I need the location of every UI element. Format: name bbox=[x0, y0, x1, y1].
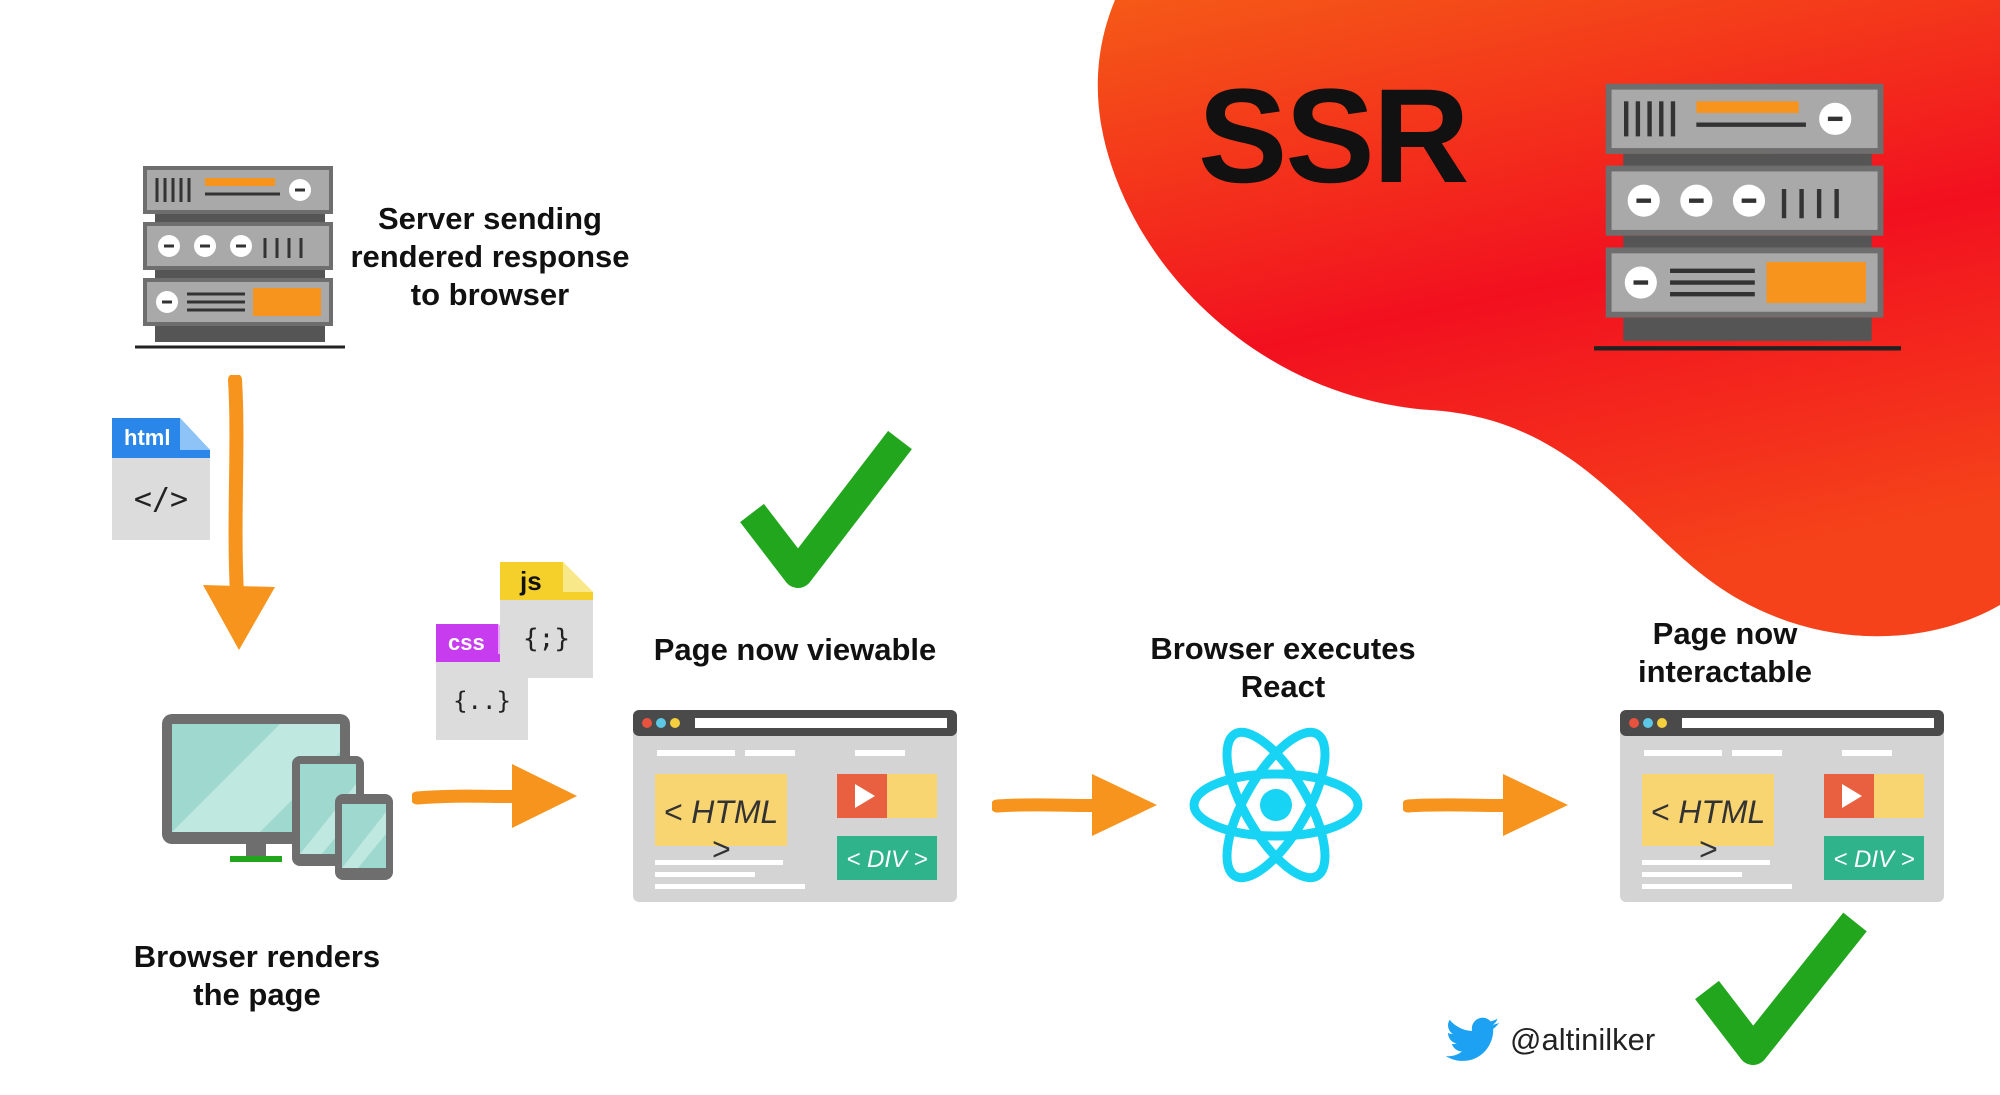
js-file-content: {;} bbox=[500, 600, 593, 678]
arrow-icon bbox=[203, 375, 275, 650]
js-file-icon: js {;} bbox=[500, 562, 593, 678]
browser-executes-line1: Browser executes bbox=[1150, 631, 1416, 666]
checkmark-icon bbox=[1695, 912, 1867, 1065]
browser-window-viewable: < HTML > < DIV > bbox=[633, 710, 957, 902]
js-file-tag: js bbox=[520, 566, 542, 596]
server-icon bbox=[135, 166, 345, 349]
browser-renders-label: Browser renders the page bbox=[107, 938, 407, 1014]
browser-renders-line1: Browser renders bbox=[133, 939, 381, 974]
server-label-line1: Server sending bbox=[378, 201, 602, 236]
page-title: SSR bbox=[1198, 62, 1470, 211]
twitter-handle[interactable]: @altinilker bbox=[1510, 1022, 1656, 1057]
html-file-tag: html bbox=[124, 425, 171, 450]
page-interactable-label: Page now interactable bbox=[1575, 615, 1875, 691]
interactable-line1: Page now bbox=[1652, 616, 1798, 651]
devices-icon bbox=[162, 714, 393, 880]
browser-executes-label: Browser executes React bbox=[1128, 630, 1438, 706]
browser-executes-line2: React bbox=[1240, 669, 1326, 704]
arrow-icon bbox=[1403, 774, 1568, 836]
browser-window-interactable: < HTML > < DIV > bbox=[1620, 710, 1944, 902]
div-block-text: < DIV > bbox=[1833, 846, 1915, 873]
arrow-icon bbox=[992, 774, 1157, 836]
arrow-icon bbox=[412, 764, 577, 828]
interactable-line2: interactable bbox=[1637, 654, 1812, 689]
html-file-icon: html </> bbox=[112, 418, 210, 540]
div-block-text: < DIV > bbox=[846, 846, 928, 873]
page-viewable-label: Page now viewable bbox=[653, 632, 937, 667]
browser-renders-line2: the page bbox=[193, 977, 321, 1012]
server-label-line2: rendered response bbox=[350, 239, 630, 274]
html-file-content: </> bbox=[112, 458, 210, 540]
server-label-line3: to browser bbox=[410, 277, 570, 312]
react-icon bbox=[1189, 727, 1363, 883]
twitter-icon bbox=[1446, 1017, 1500, 1061]
checkmark-icon bbox=[740, 430, 912, 588]
css-file-tag: css bbox=[448, 630, 485, 655]
server-sending-label: Server sending rendered response to brow… bbox=[340, 200, 640, 314]
server-icon bbox=[1594, 83, 1901, 351]
html-block-text: < HTML > bbox=[1650, 794, 1766, 867]
html-block-text: < HTML > bbox=[663, 794, 779, 867]
